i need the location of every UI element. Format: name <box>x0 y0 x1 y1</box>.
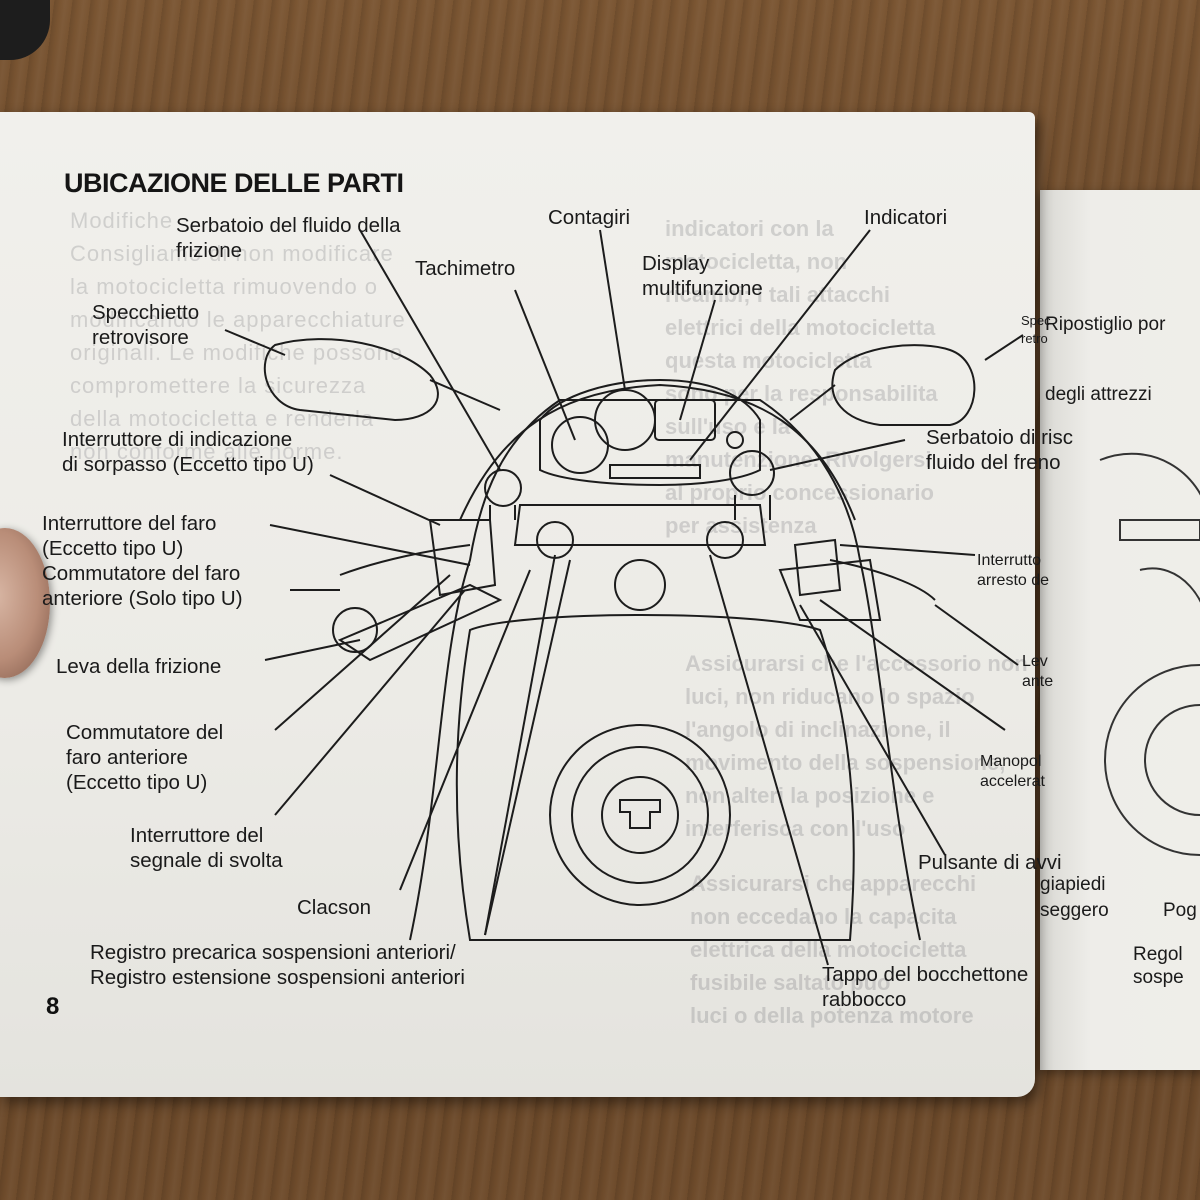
clutch-reservoir <box>484 469 522 507</box>
label-contagiri: Contagiri <box>548 206 631 229</box>
right-switch-housing <box>793 538 842 597</box>
right-page <box>1040 190 1200 1070</box>
triple-clamp <box>513 504 767 546</box>
right-handlebar <box>778 558 882 621</box>
brake-reservoir <box>729 450 775 496</box>
bleed-through-text-low2: Assicurarsi che apparecchi non eccedano … <box>690 871 977 1028</box>
fuel-cap-key-symbol <box>619 799 661 829</box>
left-handlebar <box>337 583 503 662</box>
left-fork-adjuster <box>536 521 574 559</box>
left-mirror <box>263 338 439 422</box>
right-page-sketch <box>1099 452 1200 856</box>
fuel-cap-outer <box>549 724 731 906</box>
page-title: UBICAZIONE DELLE PARTI <box>64 168 404 198</box>
label-pulsante: Pulsante di avvi <box>918 851 1062 874</box>
page-number: 8 <box>46 993 60 1020</box>
fairing-inner <box>459 383 856 521</box>
left-page: Modifiche Consigliamo di non modificare … <box>0 112 1035 1097</box>
tachometer-gauge <box>551 416 609 474</box>
label-faro: Interruttore del faro(Eccetto tipo U)Com… <box>42 512 243 610</box>
indicator-strip <box>609 464 701 479</box>
label-clacson: Clacson <box>297 896 372 919</box>
label-tachimetro: Tachimetro <box>415 257 516 280</box>
left-switch-housing <box>428 519 497 597</box>
label-indicatori: Indicatori <box>864 206 948 229</box>
label-registro: Registro precarica sospensioni anteriori… <box>90 941 465 989</box>
label-leva-frizione: Leva della frizione <box>56 655 222 678</box>
right-mirror <box>831 344 976 426</box>
right-fork-adjuster <box>706 521 744 559</box>
fuel-tank <box>455 614 855 941</box>
fuel-cap-inner <box>571 746 709 884</box>
instrument-cluster <box>539 378 761 487</box>
bleed-through-text-left: Modifiche Consigliamo di non modificare … <box>70 208 406 464</box>
label-pog: Pog <box>1163 900 1197 921</box>
